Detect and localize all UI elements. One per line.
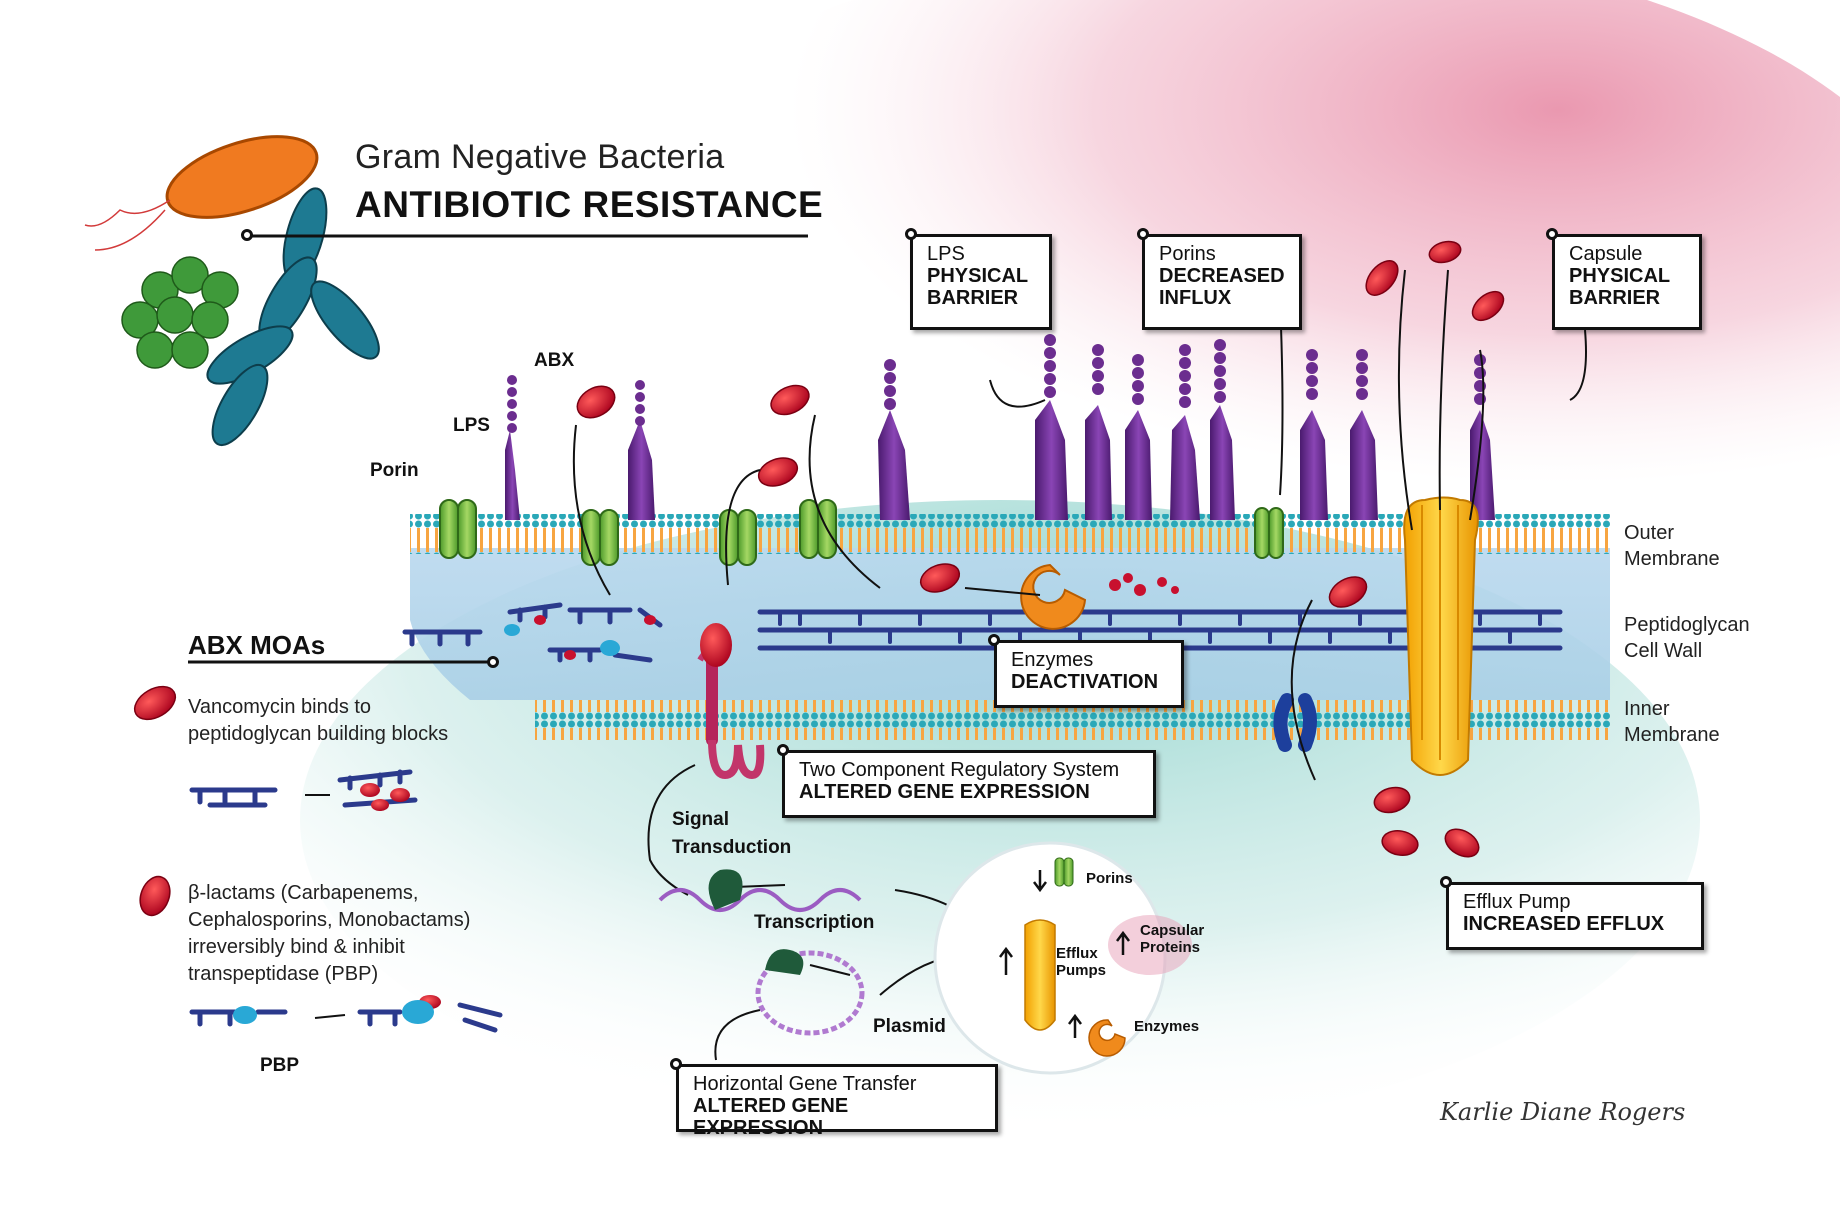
mrna-strand [658,888,862,912]
artist-signature: Karlie Diane Rogers [1440,1098,1686,1126]
beta-lactam-text: β-lactams (Carbapenems,Cephalosporins, M… [188,882,471,985]
lps-callout-dot [905,228,917,240]
abx-label: ABX [534,350,575,371]
inset-porins-label: Porins [1086,870,1133,887]
two-component-system [697,623,765,780]
horizontal-callout-dot [670,1058,682,1070]
efflux-pump-callout: Efflux Pump INCREASED EFFLUX [1446,882,1704,950]
lps-barrier-callout: LPS PHYSICAL BARRIER [910,234,1052,330]
plasmid-polymerase [765,949,804,975]
enzymes-callout: Enzymes DEACTIVATION [994,640,1184,708]
antibiotic-molecules [133,240,1505,917]
capsule-barrier-callout: Capsule PHYSICAL BARRIER [1552,234,1702,330]
horizontal-transfer-callout: Horizontal Gene Transfer ALTERED GENE EX… [676,1064,998,1139]
efflux-pump-protein [1273,496,1479,776]
title-line1: Gram Negative Bacteria [355,138,725,176]
two-component-callout: Two Component Regulatory System ALTERED … [782,750,1156,818]
plasmid-label: Plasmid [873,1016,946,1037]
transcription-label: Transcription [754,912,875,933]
plasmid-dna [755,950,865,1036]
lps-label: LPS [453,415,490,436]
rna-polymerase [708,869,743,910]
inset-enzymes-label: Enzymes [1134,1018,1200,1035]
enzymes-callout-dot [988,634,1000,646]
moa-dot [487,656,499,668]
deactivated-fragments [1109,573,1179,596]
efflux-callout-dot [1440,876,1452,888]
title-line2: ANTIBIOTIC RESISTANCE [355,184,824,225]
moa-diagrams [189,769,503,1033]
bacteria-illustration [84,135,380,446]
pbp-label: PBP [260,1055,300,1076]
porins-callout-dot [1137,228,1149,240]
moa-heading: ABX MOAs [188,630,326,660]
title-dot [241,229,253,241]
porin-label: Porin [370,460,419,481]
two-component-callout-dot [777,744,789,756]
porins-influx-callout: Porins DECREASED INFLUX [1142,234,1302,330]
capsule-callout-dot [1546,228,1558,240]
